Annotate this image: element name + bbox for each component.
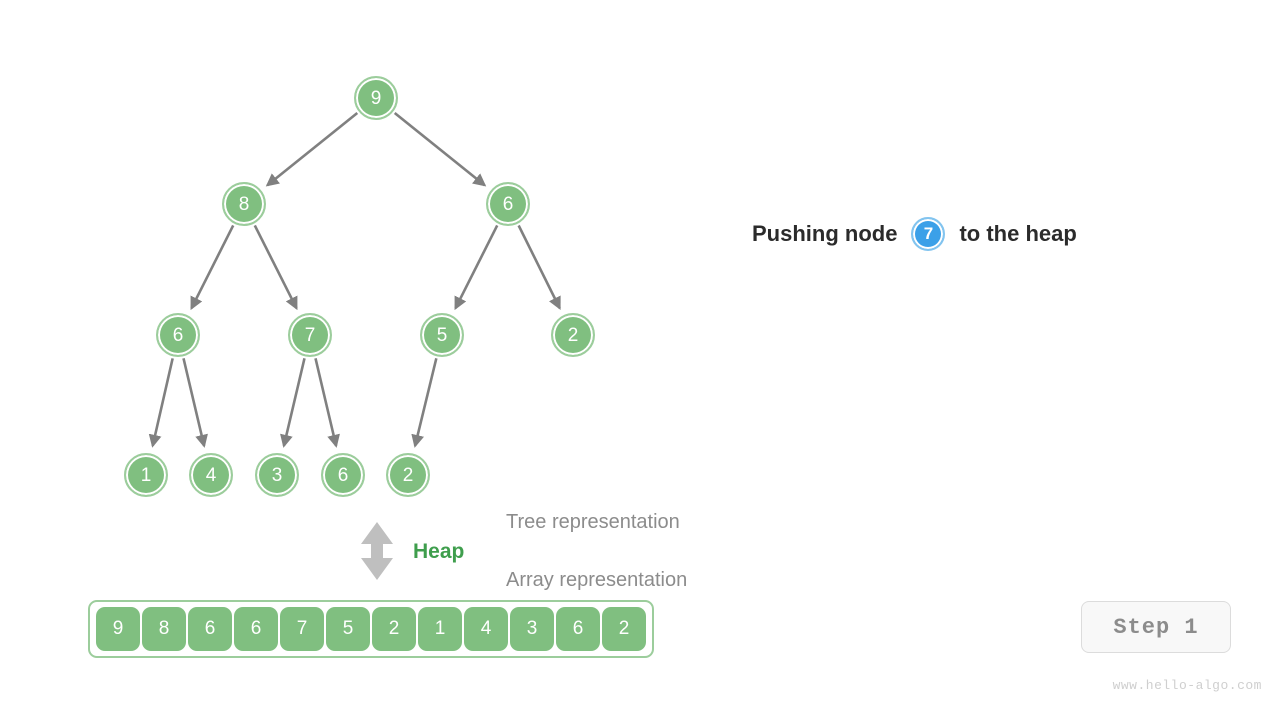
- tree-node-value: 5: [436, 324, 448, 346]
- double-arrow-vertical-icon: [355, 520, 399, 582]
- tree-node-value: 2: [567, 324, 579, 346]
- array-cell: 3: [510, 607, 554, 651]
- tree-edge: [190, 224, 235, 311]
- step-badge: Step 1: [1081, 601, 1231, 653]
- array-cell: 7: [280, 607, 324, 651]
- tree-node: 6: [321, 453, 365, 497]
- tree-node-value: 1: [140, 464, 152, 486]
- tree-edge: [280, 358, 306, 448]
- tree-edge: [265, 112, 359, 187]
- tree-node: 6: [156, 313, 200, 357]
- tree-node: 3: [255, 453, 299, 497]
- array-cell: 6: [188, 607, 232, 651]
- tree-node-value: 6: [172, 324, 184, 346]
- representation-legend: Heap: [355, 515, 464, 587]
- tree-edge: [393, 112, 487, 187]
- tree-edge: [148, 358, 174, 448]
- tree-edge: [182, 358, 208, 448]
- array-cell: 9: [96, 607, 140, 651]
- tree-edge: [253, 224, 298, 311]
- array-cell: 1: [418, 607, 462, 651]
- tree-node: 7: [288, 313, 332, 357]
- tree-edge: [517, 224, 561, 310]
- caption-text-after: to the heap: [959, 221, 1077, 246]
- tree-node-value: 7: [304, 324, 316, 346]
- tree-edge: [454, 224, 499, 311]
- tree-node: 2: [551, 313, 595, 357]
- tree-node-value: 2: [402, 464, 414, 486]
- array-representation-label: Array representation: [506, 569, 688, 591]
- array-cell: 6: [556, 607, 600, 651]
- array-cell: 4: [464, 607, 508, 651]
- tree-node-value: 6: [337, 464, 349, 486]
- tree-edge: [411, 358, 438, 448]
- caption-pushing-node: Pushing node 7 to the heap: [752, 216, 1077, 252]
- array-cell: 5: [326, 607, 370, 651]
- tree-node: 8: [222, 182, 266, 226]
- tree-node: 9: [354, 76, 398, 120]
- heap-label: Heap: [413, 539, 465, 563]
- caption-node-badge: 7: [911, 217, 946, 251]
- tree-node-value: 9: [370, 87, 382, 109]
- representation-labels: Tree representation Array representation: [506, 512, 687, 590]
- array-cell: 2: [372, 607, 416, 651]
- tree-node-value: 3: [271, 464, 283, 486]
- tree-node: 6: [486, 182, 530, 226]
- tree-edge: [314, 358, 340, 448]
- tree-node-value: 8: [238, 193, 250, 215]
- tree-representation-label: Tree representation: [506, 511, 680, 533]
- tree-node: 4: [189, 453, 233, 497]
- caption-text-before: Pushing node: [752, 221, 898, 246]
- tree-node: 2: [386, 453, 430, 497]
- tree-node-value: 4: [205, 464, 217, 486]
- array-cell: 2: [602, 607, 646, 651]
- tree-node-value: 6: [502, 193, 514, 215]
- watermark: www.hello-algo.com: [1112, 678, 1262, 693]
- array-cell: 8: [142, 607, 186, 651]
- array-cell: 6: [234, 607, 278, 651]
- tree-node: 5: [420, 313, 464, 357]
- tree-node: 1: [124, 453, 168, 497]
